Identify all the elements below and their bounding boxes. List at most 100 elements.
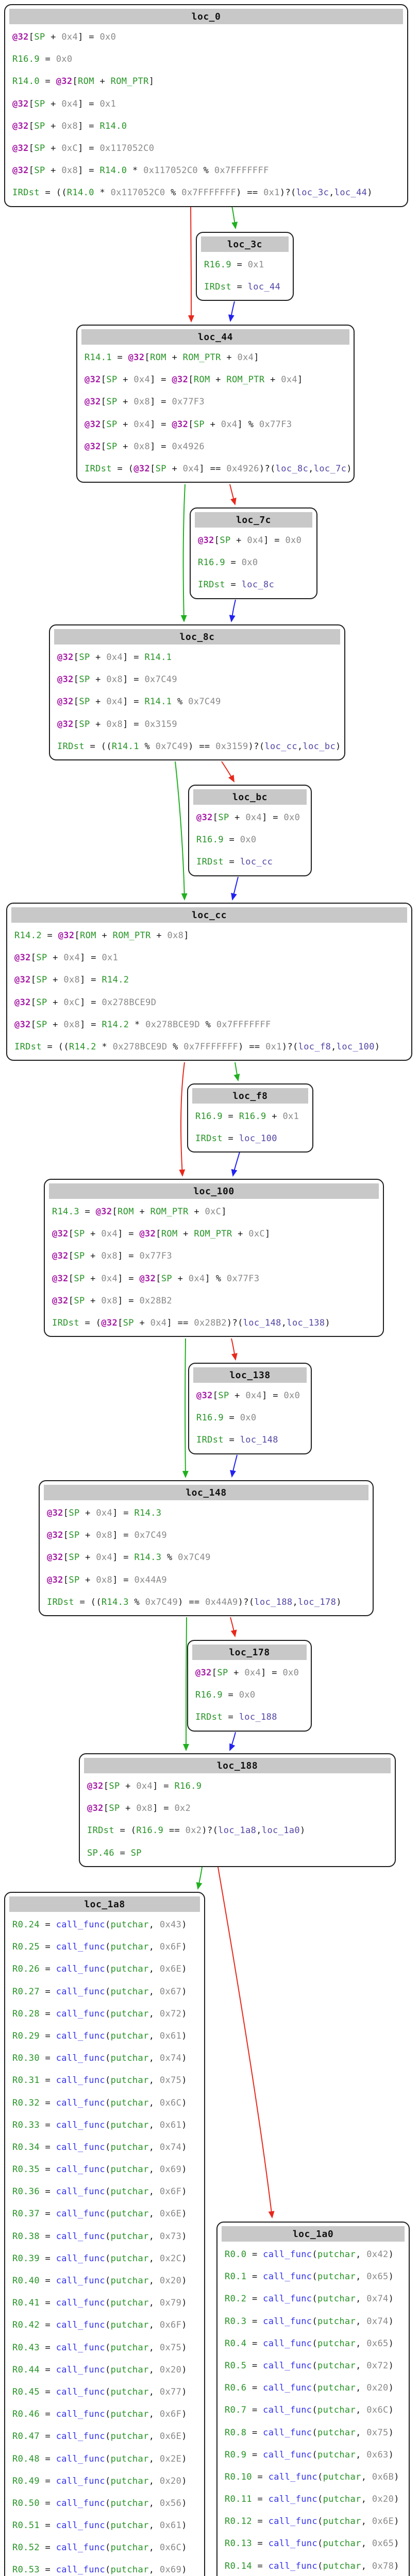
- operator-token: [258, 188, 264, 198]
- block-ref-loc_8c[interactable]: loc_8c: [241, 580, 275, 590]
- block-ref-loc_44[interactable]: loc_44: [334, 188, 367, 198]
- register-token: IRDst: [52, 1317, 79, 1328]
- operator-token: [91, 1530, 96, 1540]
- block-ref-loc_188[interactable]: loc_188: [254, 1597, 293, 1607]
- block-ref-loc_44[interactable]: loc_44: [247, 282, 281, 293]
- operator-token: [51, 2520, 56, 2531]
- operator-token: =: [252, 2405, 258, 2416]
- block-ref-loc_8c[interactable]: loc_8c: [275, 463, 309, 474]
- basic-block-loc_8c[interactable]: loc_8c@32[SP + 0x4] = R14.1@32[SP + 0x8]…: [49, 624, 345, 760]
- operator-token: [361, 2450, 367, 2460]
- operator-token: =: [252, 2427, 258, 2438]
- operator-token: ,: [148, 1986, 155, 1997]
- block-header-loc_188[interactable]: loc_188: [84, 1758, 391, 1773]
- operator-token: [40, 76, 45, 87]
- block-header-loc_7c[interactable]: loc_7c: [195, 512, 312, 528]
- call-token: call_func: [56, 2142, 105, 2153]
- operator-token: [239, 1668, 245, 1678]
- operator-token: [154, 1964, 160, 1974]
- block-header-loc_148[interactable]: loc_148: [44, 1485, 368, 1500]
- operator-token: (: [105, 2520, 111, 2531]
- block-ref-loc_1a8[interactable]: loc_1a8: [218, 1825, 257, 1836]
- mem-access-token: @32: [85, 397, 101, 408]
- block-ref-loc_3c[interactable]: loc_3c: [296, 188, 329, 198]
- block-ref-loc_cc[interactable]: loc_cc: [264, 741, 297, 752]
- register-token: SP: [74, 1229, 85, 1240]
- operator-token: =: [89, 165, 94, 176]
- operator-token: [154, 2365, 160, 2375]
- operator-token: =: [45, 1964, 51, 1975]
- number-token: 0x0: [239, 1690, 256, 1701]
- operator-token: [101, 697, 107, 707]
- block-ref-loc_1a0[interactable]: loc_1a0: [261, 1825, 300, 1836]
- operator-token: [154, 2231, 160, 2242]
- operator-token: [154, 2098, 160, 2108]
- block-ref-loc_bc[interactable]: loc_bc: [303, 741, 336, 752]
- operator-token: =: [90, 741, 96, 752]
- block-header-loc_0[interactable]: loc_0: [9, 9, 403, 24]
- block-ref-loc_f8[interactable]: loc_f8: [298, 1041, 331, 1052]
- operator-token: [94, 143, 100, 154]
- operator-token: +: [95, 674, 101, 685]
- operator-token: [90, 719, 96, 730]
- register-token: ROM: [78, 76, 94, 87]
- number-token: 0x4: [150, 1317, 167, 1328]
- register-token: SP: [130, 1848, 142, 1858]
- ir-line: R0.4 = call_func(putchar, 0x65): [217, 2333, 409, 2355]
- operator-token: [114, 1848, 120, 1858]
- block-ref-loc_138[interactable]: loc_138: [287, 1317, 325, 1328]
- operator-token: [40, 1920, 45, 1930]
- basic-block-loc_188[interactable]: loc_188@32[SP + 0x4] = R16.9@32[SP + 0x8…: [79, 1753, 396, 1867]
- block-header-loc_f8[interactable]: loc_f8: [192, 1088, 308, 1104]
- block-header-loc_3c[interactable]: loc_3c: [201, 236, 289, 252]
- block-header-loc_8c[interactable]: loc_8c: [54, 629, 340, 645]
- block-ref-loc_148[interactable]: loc_148: [240, 1435, 278, 1446]
- operator-token: [154, 2498, 160, 2509]
- block-ref-loc_178[interactable]: loc_178: [298, 1597, 337, 1607]
- operator-token: [83, 32, 89, 42]
- operator-token: =: [45, 2253, 51, 2264]
- operator-token: [: [68, 1295, 74, 1306]
- block-header-loc_100[interactable]: loc_100: [49, 1183, 379, 1199]
- operator-token: +: [172, 463, 178, 474]
- block-ref-loc_100[interactable]: loc_100: [239, 1133, 277, 1144]
- block-ref-loc_148[interactable]: loc_148: [243, 1317, 281, 1328]
- block-ref-loc_188[interactable]: loc_188: [239, 1712, 277, 1723]
- block-header-loc_178[interactable]: loc_178: [192, 1645, 307, 1660]
- number-token: 0x4: [106, 652, 123, 663]
- block-header-loc_138[interactable]: loc_138: [193, 1367, 307, 1383]
- ir-line: R16.9 = 0x0: [189, 829, 311, 851]
- operator-token: [85, 741, 90, 752]
- operator-token: ,: [361, 2516, 367, 2527]
- block-header-loc_cc[interactable]: loc_cc: [11, 907, 407, 923]
- block-header-loc_44[interactable]: loc_44: [81, 329, 349, 345]
- block-header-loc_1a0[interactable]: loc_1a0: [222, 2226, 405, 2242]
- operator-token: [178, 1229, 183, 1239]
- register-token: R14.0: [12, 76, 40, 87]
- block-ref-loc_7c[interactable]: loc_7c: [313, 463, 347, 474]
- operator-token: [90, 652, 96, 663]
- block-ref-loc_cc[interactable]: loc_cc: [240, 857, 273, 868]
- operator-token: [40, 2454, 45, 2464]
- register-token: ROM_PTR: [112, 930, 151, 941]
- block-ref-loc_100[interactable]: loc_100: [336, 1041, 375, 1052]
- operator-token: =: [228, 1111, 234, 1122]
- basic-block-loc_148[interactable]: loc_148@32[SP + 0x4] = R14.3@32[SP + 0x8…: [39, 1480, 374, 1616]
- register-token: SP: [161, 1273, 172, 1284]
- block-header-loc_bc[interactable]: loc_bc: [193, 789, 307, 805]
- block-header-loc_1a8[interactable]: loc_1a8: [9, 1896, 200, 1912]
- operator-token: [128, 697, 134, 707]
